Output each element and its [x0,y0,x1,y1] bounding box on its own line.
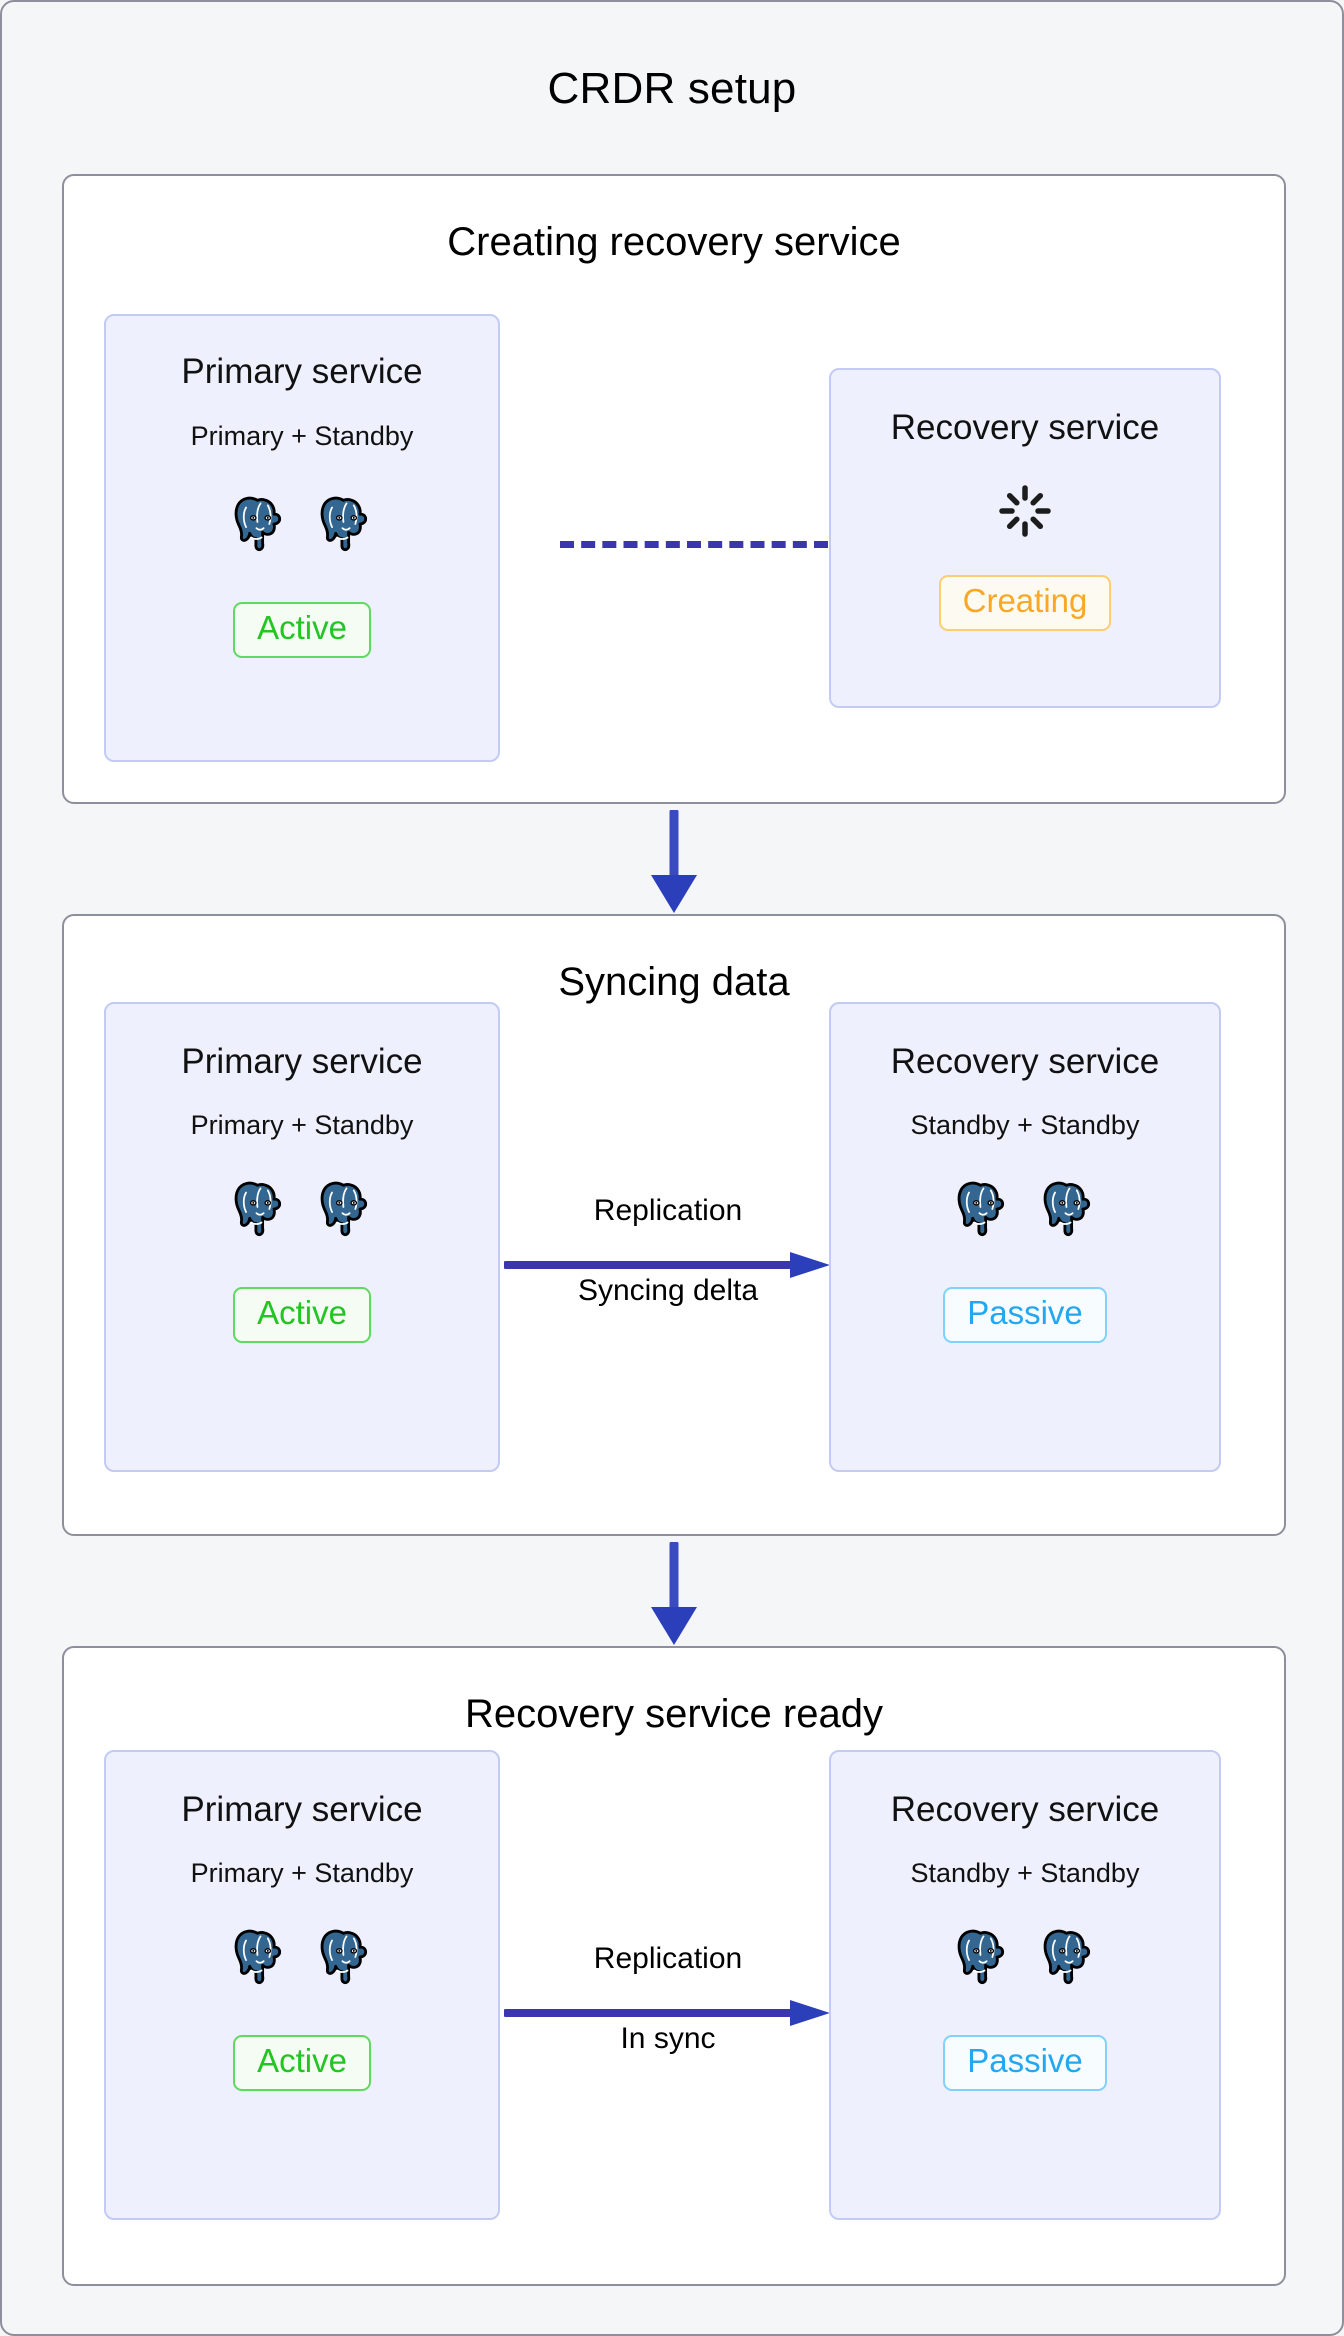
service-subtitle: Primary + Standby [190,421,414,451]
service-subtitle: Primary + Standby [190,1110,414,1140]
service-title: Primary service [181,352,423,391]
status-badge: Creating [938,575,1112,631]
postgres-elephant-icon [320,496,368,552]
primary-service-card[interactable]: Primary service Primary + Standby Active [104,1750,500,2220]
stage-panel-ready: Recovery service ready Primary service P… [62,1646,1286,2286]
service-title: Recovery service [890,408,1160,447]
postgres-elephant-icon [320,1929,368,1985]
service-title: Primary service [181,1042,423,1081]
postgres-elephant-icon [957,1929,1005,1985]
postgres-elephant-icon [320,1181,368,1237]
service-title: Primary service [181,1790,423,1829]
service-subtitle: Primary + Standby [190,1858,414,1888]
stage-panel-creating: Creating recovery service Primary servic… [62,174,1286,804]
database-node-row [951,1925,1099,1987]
replication-connector: Replication Syncing delta [504,1194,832,1307]
loading-spinner-icon [997,483,1053,539]
recovery-service-card[interactable]: Recovery service Creating [829,368,1221,708]
replication-arrow-right-icon [504,2000,830,2026]
stage-heading: Syncing data [558,960,790,1004]
pending-link-dashed [560,541,828,548]
stage-heading: Recovery service ready [465,1692,883,1736]
status-badge: Passive [943,2035,1107,2091]
database-node-row [228,1925,376,1987]
database-node-row [951,1177,1099,1239]
primary-service-card[interactable]: Primary service Primary + Standby Active [104,314,500,762]
status-badge: Active [233,1287,371,1343]
service-subtitle: Standby + Standby [910,1858,1140,1888]
database-node-row [228,1177,376,1239]
stage-panel-syncing: Syncing data Primary service Primary + S… [62,914,1286,1536]
status-badge: Active [233,602,371,658]
service-title: Recovery service [890,1042,1160,1081]
database-node-row [228,492,376,554]
replication-label-below: Syncing delta [577,1274,759,1307]
replication-label-above: Replication [593,1194,743,1227]
flow-arrow-down-icon [651,810,697,913]
page-title: CRDR setup [547,64,797,113]
postgres-elephant-icon [234,1181,282,1237]
service-title: Recovery service [890,1790,1160,1829]
flow-arrow-down-icon [651,1542,697,1645]
postgres-elephant-icon [234,496,282,552]
postgres-elephant-icon [1043,1929,1091,1985]
postgres-elephant-icon [957,1181,1005,1237]
replication-label-above: Replication [593,1942,743,1975]
status-badge: Active [233,2035,371,2091]
postgres-elephant-icon [234,1929,282,1985]
service-subtitle: Standby + Standby [910,1110,1140,1140]
stage-heading: Creating recovery service [447,220,901,264]
recovery-service-card[interactable]: Recovery service Standby + Standby Passi… [829,1002,1221,1472]
replication-label-below: In sync [620,2022,716,2055]
recovery-service-card[interactable]: Recovery service Standby + Standby Passi… [829,1750,1221,2220]
replication-connector: Replication In sync [504,1942,832,2055]
status-badge: Passive [943,1287,1107,1343]
postgres-elephant-icon [1043,1181,1091,1237]
replication-arrow-right-icon [504,1252,830,1278]
primary-service-card[interactable]: Primary service Primary + Standby Active [104,1002,500,1472]
